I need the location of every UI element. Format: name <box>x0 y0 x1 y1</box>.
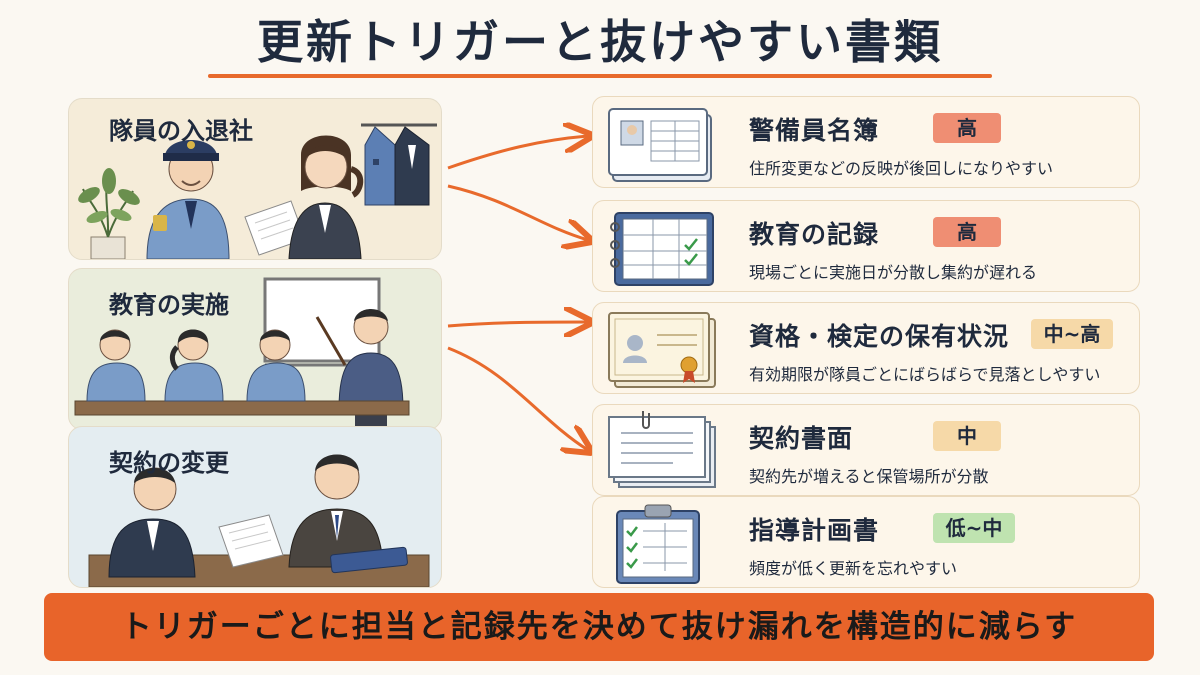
guard-figure-icon <box>146 140 230 259</box>
priority-badge: 中 <box>933 421 1001 451</box>
contract-stack-icon <box>608 411 716 488</box>
priority-badge: 中~高 <box>1031 319 1113 349</box>
doc-card-guidance-plan: 指導計画書 低~中 頻度が低く更新を忘れやすい <box>592 496 1140 588</box>
roster-book-icon <box>608 108 712 182</box>
arrow-to-contract <box>447 346 588 450</box>
arrow-to-training-record <box>447 184 588 240</box>
client-figure-icon <box>108 467 196 578</box>
staff-handover-illustration <box>78 123 437 259</box>
trigger-label: 隊員の入退社 <box>109 117 253 145</box>
doc-name: 契約書面 <box>749 424 854 453</box>
trigger-label: 契約の変更 <box>109 449 229 477</box>
page-title: 更新トリガーと抜けやすい書類 <box>257 15 943 69</box>
footer-banner: トリガーごとに担当と記録先を決めて抜け漏れを構造的に減らす <box>44 593 1154 661</box>
doc-name: 警備員名簿 <box>749 116 880 145</box>
doc-card-training-record: 教育の記録 高 現場ごとに実施日が分散し集約が遅れる <box>592 200 1140 292</box>
doc-description: 有効期限が隊員ごとにばらばらで見落としやすい <box>749 365 1101 384</box>
contract-meeting-illustration <box>88 454 430 587</box>
checklist-binder-icon <box>610 212 714 286</box>
doc-name: 資格・検定の保有状況 <box>749 322 1010 351</box>
doc-name: 教育の記録 <box>749 220 880 249</box>
title-underline <box>208 74 992 78</box>
certificate-icon <box>608 312 716 388</box>
clipboard-icon <box>616 504 700 584</box>
student-figure-icon <box>86 329 146 402</box>
doc-description: 住所変更などの反映が後回しになりやすい <box>749 159 1054 178</box>
doc-description: 契約先が増えると保管場所が分散 <box>749 467 989 486</box>
priority-badge: 高 <box>933 217 1001 247</box>
trigger-contract-change: 契約の変更 <box>68 426 442 588</box>
trigger-staff-joining-leaving: 隊員の入退社 <box>68 98 442 260</box>
doc-card-contract-documents: 契約書面 中 契約先が増えると保管場所が分散 <box>592 404 1140 496</box>
desk-icon <box>74 400 410 416</box>
trigger-label: 教育の実施 <box>109 291 229 319</box>
doc-card-guard-roster: 警備員名簿 高 住所変更などの反映が後回しになりやすい <box>592 96 1140 188</box>
student-figure-icon <box>164 329 224 402</box>
doc-description: 頻度が低く更新を忘れやすい <box>749 559 958 578</box>
arrow-to-qualification <box>447 322 588 326</box>
doc-description: 現場ごとに実施日が分散し集約が遅れる <box>749 263 1038 282</box>
student-figure-icon <box>246 329 306 402</box>
binder-icon <box>330 546 408 574</box>
trigger-training: 教育の実施 <box>68 268 442 430</box>
arrow-to-roster <box>447 136 588 170</box>
doc-card-qualification-status: 資格・検定の保有状況 中~高 有効期限が隊員ごとにばらばらで見落としやすい <box>592 302 1140 394</box>
contract-paper-icon <box>218 514 284 568</box>
staff-figure-icon <box>288 135 364 259</box>
training-illustration <box>74 277 410 429</box>
uniform-hanger-icon <box>361 123 437 206</box>
plant-icon <box>78 168 140 259</box>
doc-name: 指導計画書 <box>749 516 880 545</box>
priority-badge: 低~中 <box>933 513 1015 543</box>
priority-badge: 高 <box>933 113 1001 143</box>
